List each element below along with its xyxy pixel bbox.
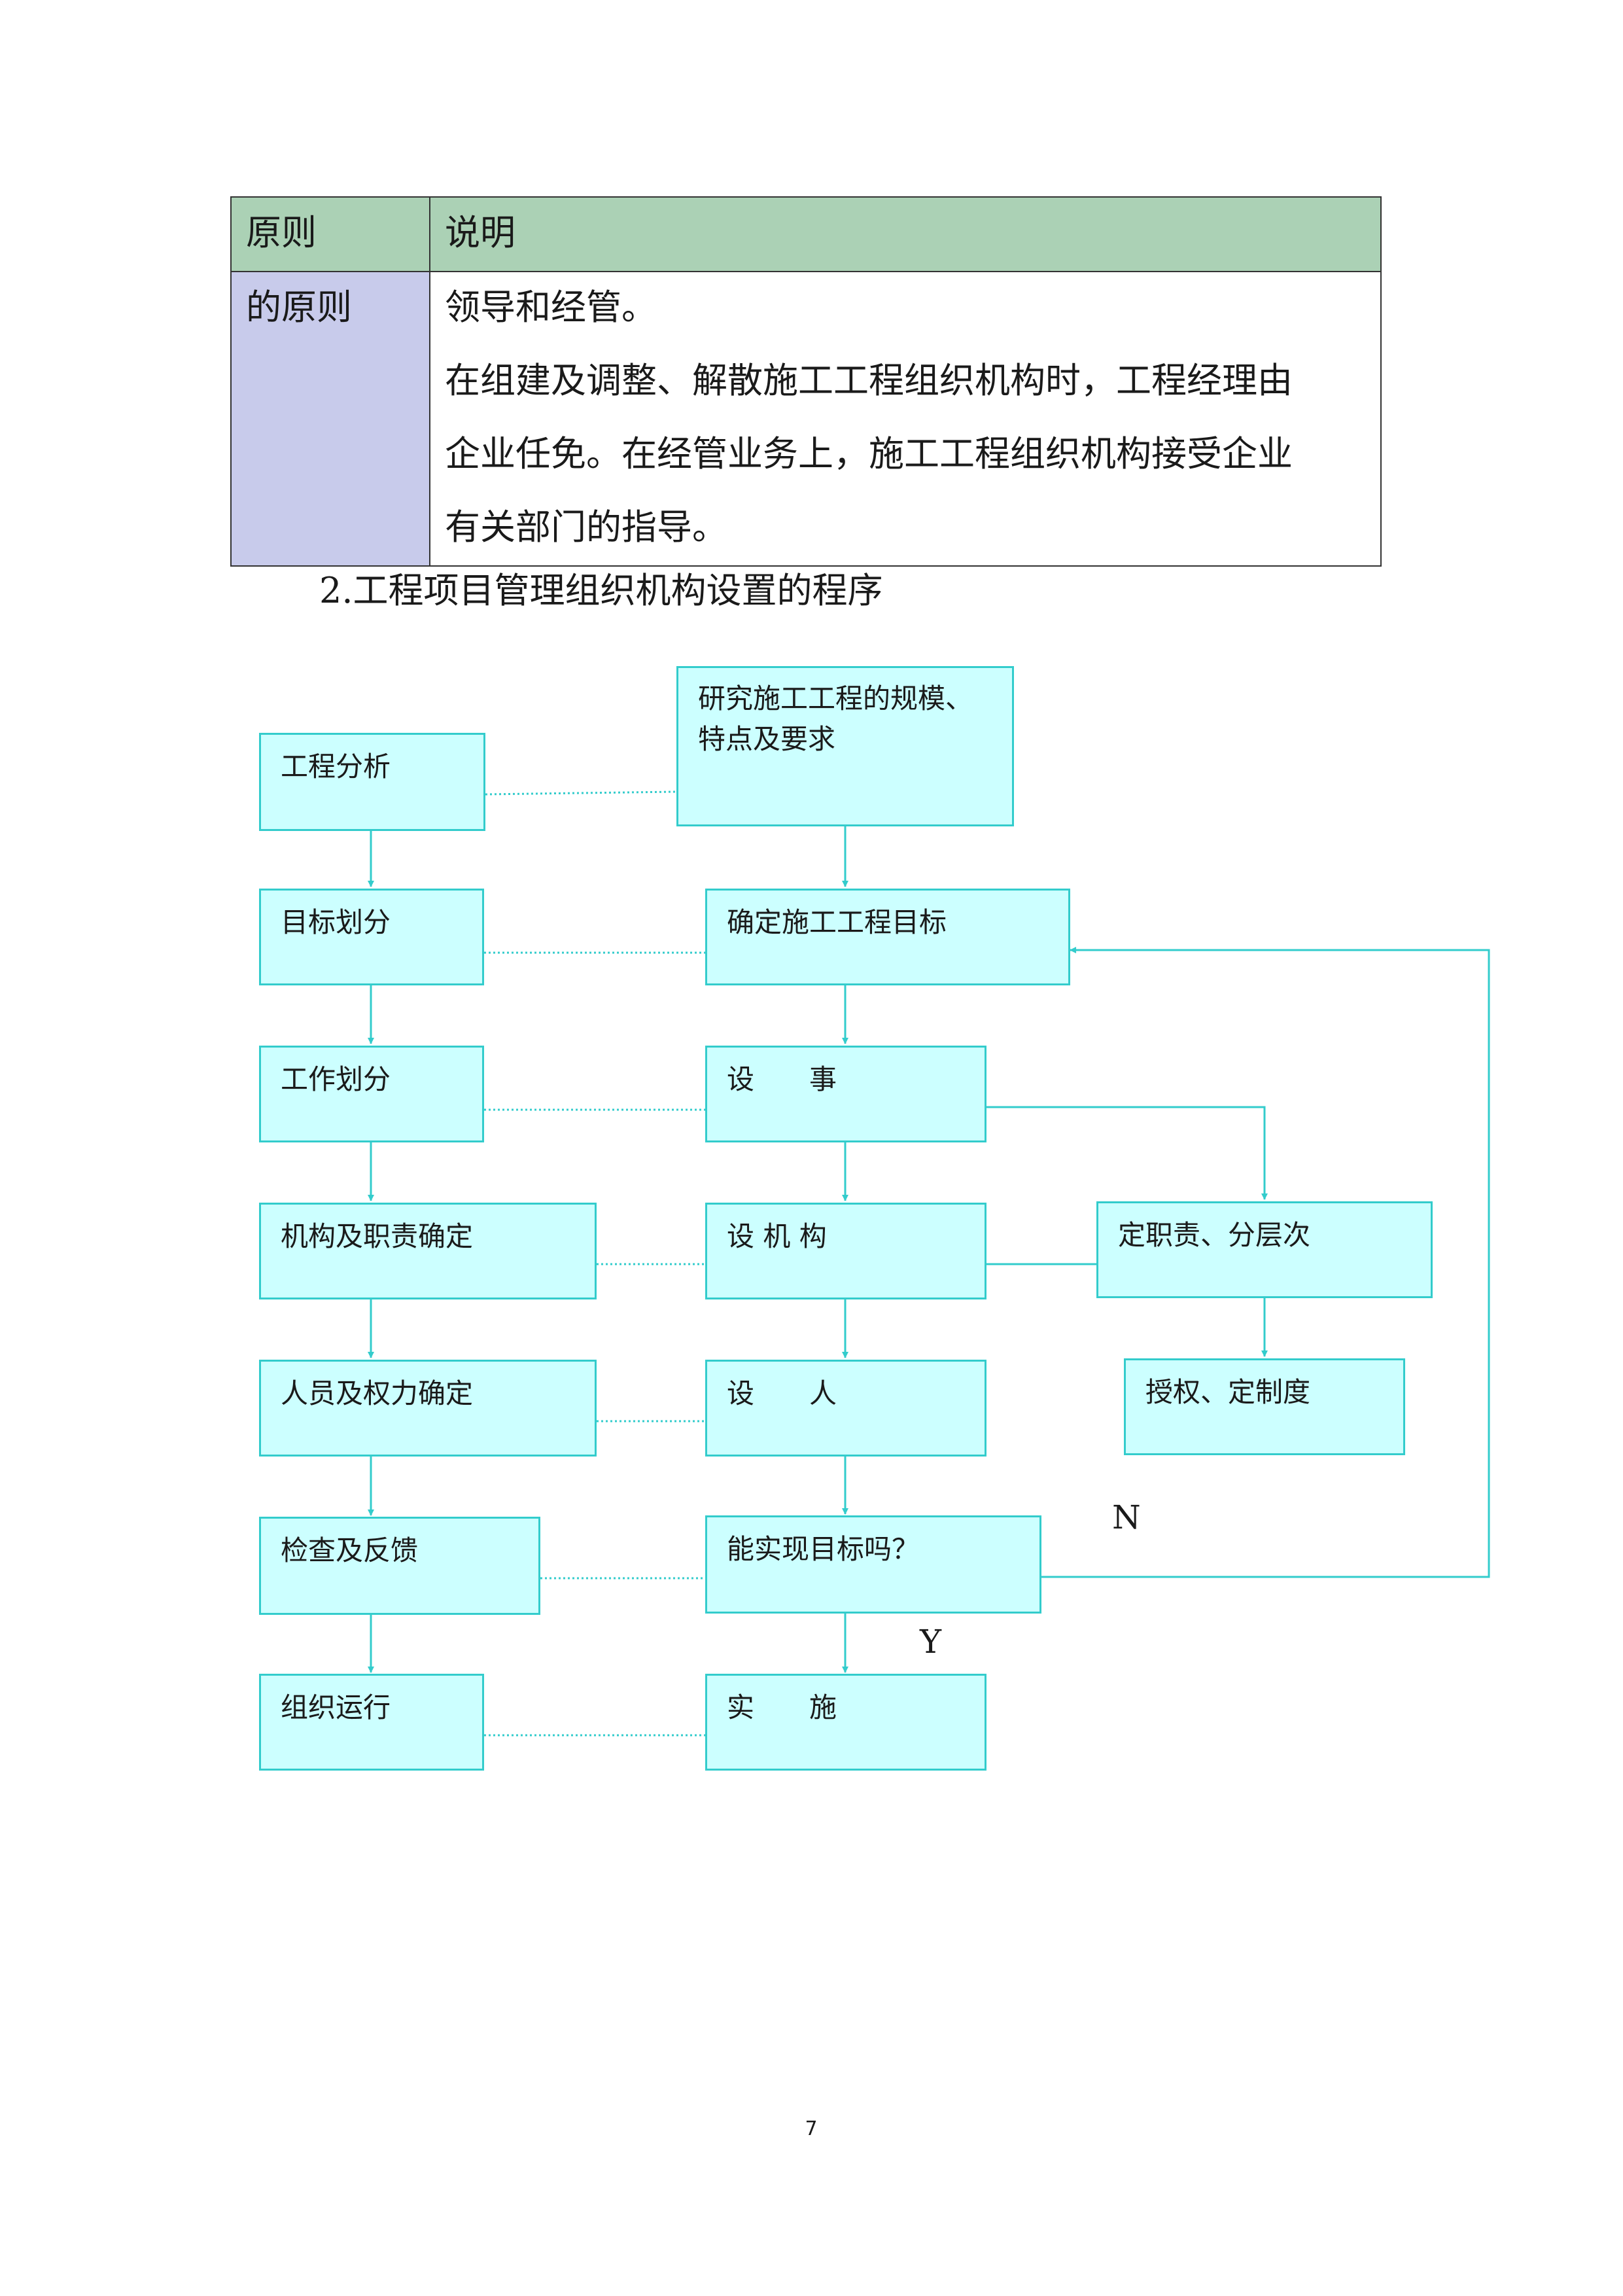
table-header-row [232,198,1380,272]
flow-box-study-scale: 研究施工工程的规模、 特点及要求 [676,666,1014,826]
description-line: 企业任免。在经管业务上，施工工程组织机构接受企业 [445,433,1293,474]
section-title: 2.工程项目管理组织机构设置的程序 [319,570,883,611]
table-left-column [232,272,429,565]
label-yes: Y [920,1623,942,1661]
row-principle-name: 的原则 [246,287,352,328]
flow-box-set-tasks: 设 事 [705,1046,986,1142]
flow-box-check-feedback: 检查及反馈 [259,1517,540,1615]
flow-box-goal-achievable-decision: 能实现目标吗？ [705,1515,1041,1614]
flow-box-work-division: 工作划分 [259,1046,484,1142]
description-line: 有关部门的指导。 [445,506,727,548]
flow-box-project-analysis: 工程分析 [259,733,485,831]
label-no: N [1112,1498,1141,1536]
flow-box-org-operation: 组织运行 [259,1674,484,1771]
flow-box-determine-goals: 确定施工工程目标 [705,889,1070,985]
header-description: 说明 [445,212,515,253]
flow-box-implement: 实 施 [705,1674,986,1771]
flow-box-duties-levels: 定职责、分层次 [1096,1201,1433,1298]
description-line: 在组建及调整、解散施工工程组织机构时，工程经理由 [445,360,1293,401]
flow-box-staff-and-authority: 人员及权力确定 [259,1360,597,1457]
flow-box-set-staff: 设 人 [705,1360,986,1457]
description-line: 领导和经管。 [445,287,657,328]
flow-box-set-organization: 设 机 构 [705,1203,986,1299]
page-number: 7 [805,2117,818,2140]
header-principle: 原则 [246,212,317,253]
flow-box-goal-division: 目标划分 [259,889,484,985]
table-column-divider [429,198,430,565]
flow-box-authorize-rules: 授权、定制度 [1124,1358,1405,1455]
flow-box-org-and-duties: 机构及职责确定 [259,1203,597,1299]
principle-table: 原则 说明 的原则 领导和经管。 在组建及调整、解散施工工程组织机构时，工程经理… [230,196,1382,567]
